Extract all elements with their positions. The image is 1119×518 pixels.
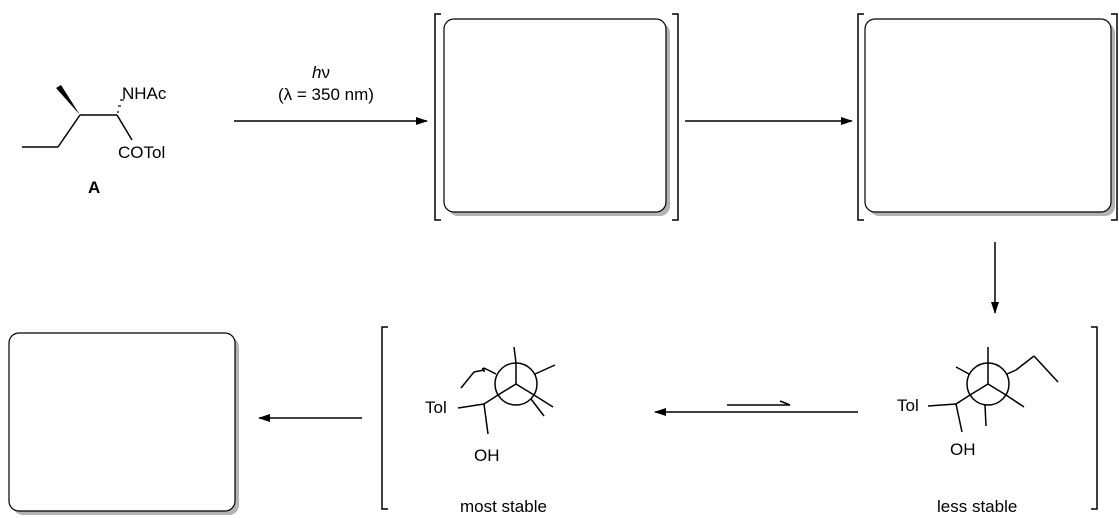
newman-less-oh: OH [950, 440, 976, 459]
hv-label: hν [312, 63, 330, 82]
compound-a [22, 85, 133, 148]
newman-less-tol: Tol [897, 396, 919, 415]
conformer-bracket [381, 326, 1098, 510]
nhac-label: NHAc [122, 84, 167, 103]
equilibrium-arrows [654, 400, 858, 416]
bond-ethyl-ch2 [57, 114, 81, 148]
newman-less-caption: less stable [937, 497, 1017, 516]
hash-bond-nhac [117, 99, 124, 113]
newman-most-caption: most stable [460, 497, 547, 516]
condition-label: (λ = 350 nm) [278, 85, 374, 104]
answer-box-2[interactable] [864, 18, 1112, 213]
compound-a-label: A [88, 178, 100, 197]
newman-less-stable [927, 347, 1059, 433]
newman-most-oh: OH [474, 446, 500, 465]
intermediate-bracket-1 [434, 13, 679, 221]
wedge-bond-methyl [56, 85, 80, 115]
answer-box-3[interactable] [8, 332, 236, 512]
intermediate-bracket-2 [857, 13, 1118, 221]
answer-box-1[interactable] [443, 18, 667, 213]
newman-most-stable [457, 346, 556, 435]
bond-c2-carbonyl [116, 114, 133, 141]
cotol-label: COTol [118, 143, 165, 162]
newman-most-tol: Tol [425, 398, 447, 417]
